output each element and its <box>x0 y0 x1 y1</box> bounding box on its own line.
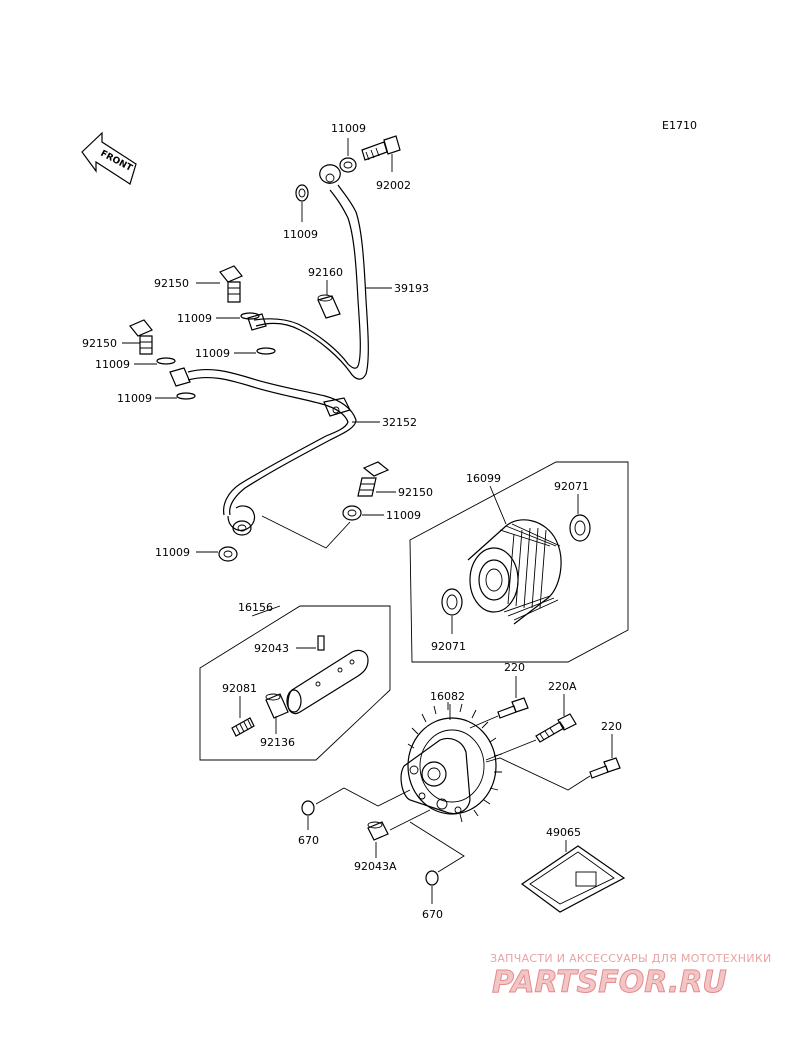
label-92150-a: 92150 <box>154 277 189 290</box>
label-11009-e: 11009 <box>117 392 152 405</box>
washer-11009-c[interactable] <box>256 347 276 355</box>
washer-11009-g[interactable] <box>218 546 238 562</box>
label-92071-a: 92071 <box>554 480 589 493</box>
o-ring-92071-bottom[interactable] <box>441 588 463 616</box>
knock-pin-92043a[interactable] <box>367 821 389 841</box>
label-11009-d: 11009 <box>95 358 130 371</box>
label-92071-b: 92071 <box>431 640 466 653</box>
label-92043a: 92043A <box>354 860 397 873</box>
washer-11009-b[interactable] <box>240 312 260 320</box>
diagram-code: E1710 <box>662 119 697 132</box>
label-670-b: 670 <box>422 908 443 921</box>
bolt-92150-a[interactable] <box>219 265 243 303</box>
front-label: FRONT <box>99 149 135 174</box>
label-11009-left: 11009 <box>283 228 318 241</box>
relief-valve-box <box>199 605 391 761</box>
label-49065: 49065 <box>546 826 581 839</box>
oil-pipe-32152[interactable] <box>169 367 357 536</box>
o-ring-92071-top[interactable] <box>569 514 591 542</box>
spring-92081[interactable] <box>231 717 255 737</box>
label-11009-g: 11009 <box>155 546 190 559</box>
label-92043: 92043 <box>254 642 289 655</box>
pin-92043[interactable] <box>317 635 325 651</box>
bolt-92150-c[interactable] <box>357 461 390 497</box>
bolt-92002[interactable] <box>361 135 401 161</box>
o-ring-670-a[interactable] <box>301 800 315 816</box>
label-220-a: 220 <box>504 661 525 674</box>
watermark-brand: PARTSFOR.RU <box>492 965 727 1000</box>
label-92081: 92081 <box>222 682 257 695</box>
label-39193: 39193 <box>394 282 429 295</box>
label-16156: 16156 <box>238 601 273 614</box>
washer-11009-left[interactable] <box>295 184 309 202</box>
label-16082: 16082 <box>430 690 465 703</box>
washer-11009-d[interactable] <box>156 357 176 365</box>
label-11009-top: 11009 <box>331 122 366 135</box>
label-11009-f: 11009 <box>386 509 421 522</box>
bolt-220a[interactable] <box>535 713 577 743</box>
label-92150-b: 92150 <box>82 337 117 350</box>
bolt-92150-b[interactable] <box>129 319 153 355</box>
label-16099: 16099 <box>466 472 501 485</box>
label-11009-c: 11009 <box>195 347 230 360</box>
collar-92160[interactable] <box>317 294 341 319</box>
oil-filter-16099[interactable] <box>467 519 562 625</box>
washer-11009-top[interactable] <box>339 157 357 173</box>
label-11009-b: 11009 <box>177 312 212 325</box>
washer-11009-f[interactable] <box>342 505 362 521</box>
washer-11009-e[interactable] <box>176 392 196 400</box>
label-92150-c: 92150 <box>398 486 433 499</box>
label-92136: 92136 <box>260 736 295 749</box>
oil-pump-16082[interactable] <box>400 702 503 823</box>
oil-filter-box <box>409 461 629 663</box>
relief-valve-16156[interactable] <box>286 649 369 715</box>
watermark-tagline: ЗАПЧАСТИ И АКСЕССУАРЫ ДЛЯ МОТОТЕХНИКИ <box>490 952 772 965</box>
strainer-49065[interactable] <box>520 845 626 913</box>
front-arrow-icon: FRONT <box>81 131 137 185</box>
o-ring-670-b[interactable] <box>425 870 439 886</box>
label-32152: 32152 <box>382 416 417 429</box>
bolt-220-right[interactable] <box>589 757 621 779</box>
label-92002: 92002 <box>376 179 411 192</box>
oil-pipe-39193[interactable] <box>247 164 369 380</box>
bolt-220-top[interactable] <box>497 697 529 719</box>
label-220-b: 220 <box>601 720 622 733</box>
piston-92136[interactable] <box>265 693 289 719</box>
label-220a: 220A <box>548 680 577 693</box>
label-670-a: 670 <box>298 834 319 847</box>
label-92160: 92160 <box>308 266 343 279</box>
